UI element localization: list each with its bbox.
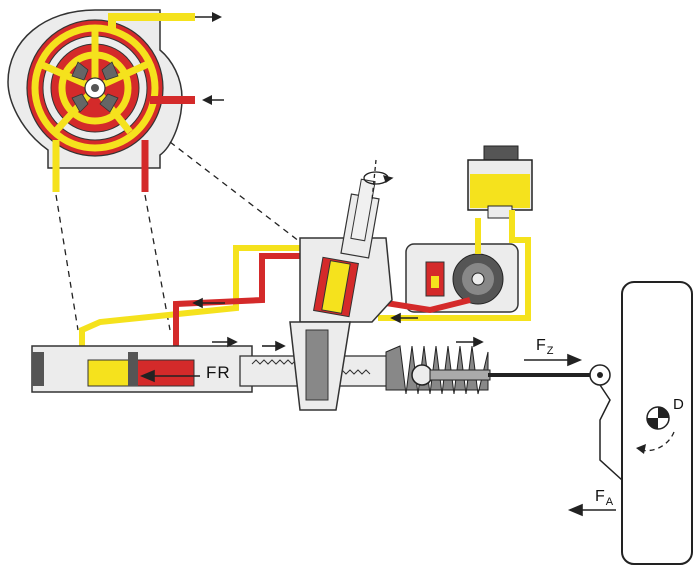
- force-fa-sub: A: [605, 496, 614, 508]
- steering-knuckle: [599, 384, 623, 481]
- force-fa-label: FA: [595, 488, 614, 508]
- pivot-point-icon: [646, 406, 670, 430]
- force-fr-label: FR: [206, 363, 231, 382]
- wheel: [599, 281, 693, 565]
- steering-shaft: [350, 178, 376, 242]
- force-fa-main: F: [595, 488, 605, 505]
- piston: [128, 352, 138, 386]
- pivot-d-label: D: [673, 396, 684, 413]
- red-chamber: [131, 359, 195, 387]
- fluid-reservoir: [467, 145, 533, 219]
- projection-lines: [55, 141, 309, 331]
- yellow-chamber: [87, 359, 133, 387]
- force-fz-sub: Z: [546, 345, 554, 357]
- inlet-arrow: [202, 95, 212, 105]
- valve-housing-center: [299, 178, 393, 323]
- hydraulic-pump: [405, 243, 519, 313]
- force-arrows: [139, 297, 616, 517]
- rotary-valve-detail: [7, 9, 224, 192]
- outlet-arrow: [212, 12, 222, 22]
- force-fz-label: FZ: [536, 337, 554, 357]
- valve-rotor: [71, 61, 119, 113]
- rotation-arrow-icon: [363, 159, 394, 201]
- steering-rack: [31, 321, 611, 411]
- force-fz-main: F: [536, 337, 546, 354]
